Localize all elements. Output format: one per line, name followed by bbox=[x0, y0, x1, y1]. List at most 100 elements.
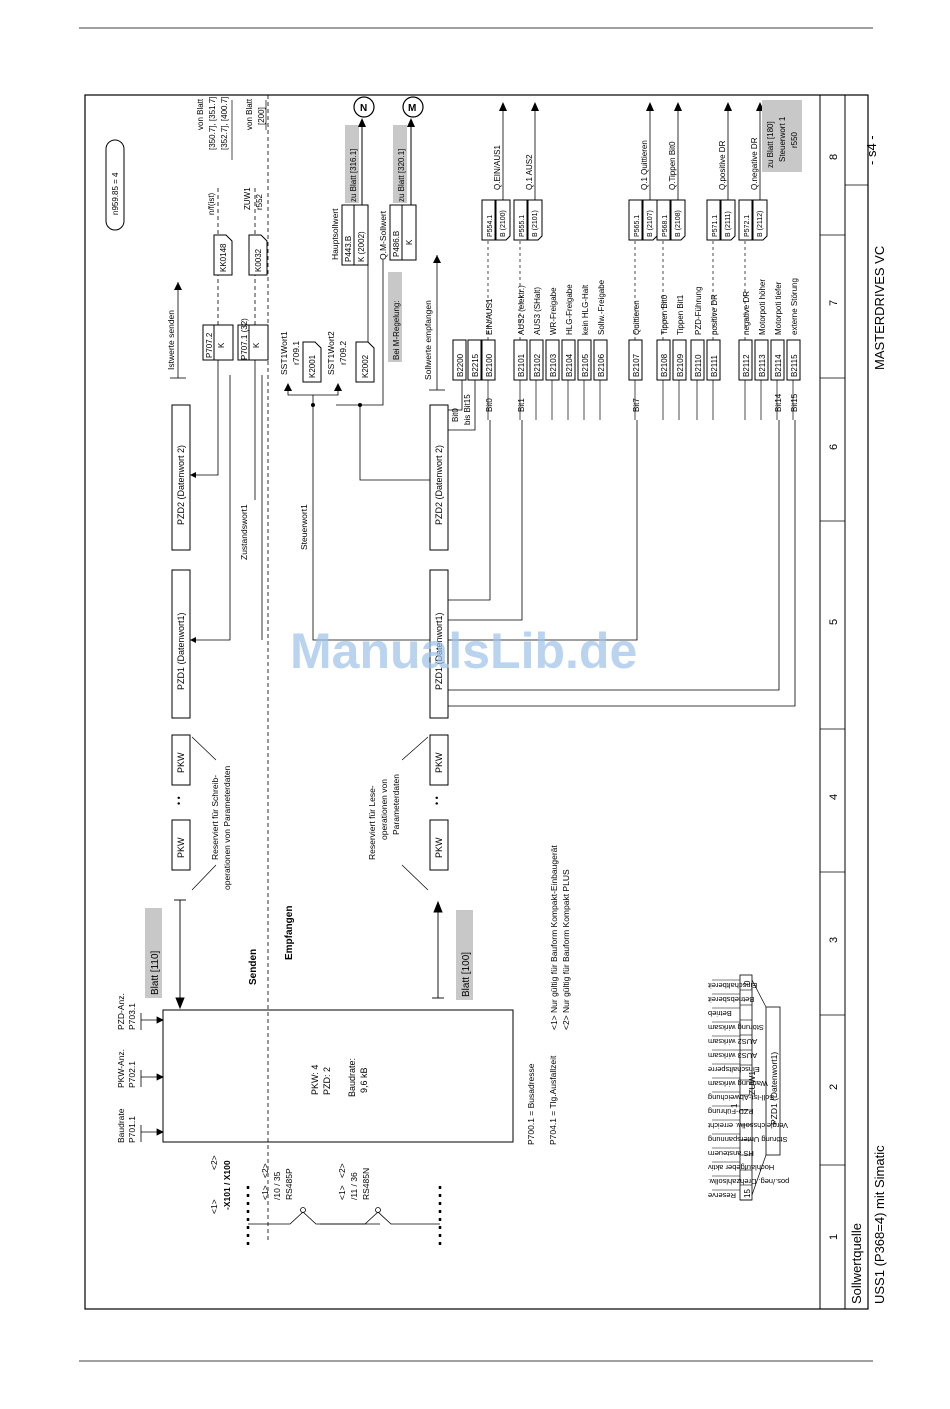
param-p443[interactable]: P443.B bbox=[344, 236, 353, 262]
svg-text:K (2002): K (2002) bbox=[357, 231, 366, 262]
node-m: M bbox=[408, 103, 416, 114]
send-pzd2 bbox=[171, 404, 191, 551]
binector-b2104[interactable]: B2104 bbox=[565, 353, 574, 377]
bit-label-11: positive DR bbox=[710, 294, 719, 335]
param-r550[interactable]: r550 bbox=[790, 131, 799, 148]
svg-text:PZD2 (Datenwort 2): PZD2 (Datenwort 2) bbox=[434, 445, 444, 525]
bit-tag-15: Bit15 bbox=[790, 393, 799, 412]
binector-b2111[interactable]: B2111 bbox=[710, 355, 719, 377]
ref-352-400[interactable]: [352.7], [400.7] bbox=[220, 97, 229, 150]
label-istwerte-senden: Istwerte senden bbox=[166, 310, 176, 370]
svg-text:Bit0: Bit0 bbox=[451, 408, 460, 422]
binector-b2103[interactable]: B2103 bbox=[549, 353, 558, 377]
product-name: MASTERDRIVES VC bbox=[872, 246, 887, 370]
param-p707-2[interactable]: P707.2 bbox=[205, 332, 214, 358]
send-pkw-1 bbox=[171, 819, 191, 871]
binector-b2102[interactable]: B2102 bbox=[533, 353, 542, 377]
svg-text:von Blatt: von Blatt bbox=[196, 98, 205, 130]
label-zustandswort1: Zustandswort1 bbox=[239, 504, 249, 560]
label-sst1wort2: SST1Wort2 bbox=[326, 331, 336, 375]
zuw-bit-label-5: AUS3 wirksam bbox=[708, 1051, 757, 1060]
binector-b2109[interactable]: B2109 bbox=[676, 353, 685, 377]
output-12: Q.negative DR bbox=[750, 137, 759, 190]
link-blatt-100[interactable]: Blatt [100] bbox=[461, 952, 472, 997]
param-p707-1[interactable]: P707.1 (32) bbox=[240, 318, 249, 360]
param-p568-1[interactable]: P568.1 bbox=[662, 215, 669, 237]
param-p565-1[interactable]: P565.1 bbox=[634, 215, 641, 237]
recv-reserved-1: Reserviert für Lese- bbox=[367, 785, 377, 860]
binector-b2101[interactable]: B2101 bbox=[517, 353, 526, 377]
binector-b2107[interactable]: B2107 bbox=[632, 353, 641, 377]
note-1: <1> Nur gültig für Bauform Kompakt-Einba… bbox=[549, 845, 559, 1030]
binector-b2114[interactable]: B2114 bbox=[774, 354, 783, 377]
link-blatt-320[interactable]: zu Blatt [320.1] bbox=[397, 149, 406, 202]
svg-text:K: K bbox=[405, 239, 414, 245]
link-blatt-180[interactable]: zu Blatt [180] bbox=[766, 121, 775, 168]
binector-b2110[interactable]: B2110 bbox=[694, 354, 703, 377]
svg-text:PZD1 (Datenwort1): PZD1 (Datenwort1) bbox=[176, 612, 186, 690]
column-1: 1 bbox=[828, 1234, 840, 1240]
svg-text:B (2101): B (2101) bbox=[532, 210, 539, 237]
connector-k0032[interactable]: K0032 bbox=[254, 248, 263, 272]
param-p571-1[interactable]: P571.1 bbox=[712, 215, 719, 237]
svg-text:B (2108): B (2108) bbox=[675, 210, 682, 237]
binector-b2112[interactable]: B2112 bbox=[742, 354, 751, 377]
svg-text:<1>: <1> bbox=[260, 1185, 270, 1200]
bit-label-3: WR-Freigabe bbox=[549, 287, 558, 335]
column-3: 3 bbox=[828, 937, 840, 943]
column-8: 8 bbox=[828, 154, 840, 160]
bit-tag-0: Bit0 bbox=[485, 398, 494, 412]
svg-text:von Blatt: von Blatt bbox=[245, 98, 254, 130]
param-p702[interactable]: P702.1 bbox=[127, 1061, 137, 1088]
svg-text:<1>: <1> bbox=[337, 1185, 347, 1200]
pin-rs485n: RS485N bbox=[361, 1168, 371, 1200]
param-p572-1[interactable]: P572.1 bbox=[744, 215, 751, 237]
link-blatt-110[interactable]: Blatt [110] bbox=[150, 950, 161, 995]
zuw-bit-label-11: Störung Unterspannung bbox=[708, 1135, 788, 1144]
recv-pkw-1 bbox=[429, 819, 449, 871]
binector-b2215[interactable]: B2215 bbox=[471, 353, 480, 377]
label-pkw-anz: PKW-Anz. bbox=[116, 1049, 126, 1088]
binector-b2106[interactable]: B2106 bbox=[597, 353, 606, 377]
param-p486[interactable]: P486.B bbox=[392, 231, 401, 257]
bit-label-9: Tippen Bit1 bbox=[676, 294, 685, 335]
title-sollwertquelle: Sollwertquelle bbox=[849, 1223, 864, 1304]
svg-text:PKW: PKW bbox=[434, 837, 444, 858]
label-nf-ist: n/f(ist) bbox=[207, 192, 216, 215]
ref-350-351[interactable]: [350.7], [351.7] bbox=[208, 97, 217, 150]
connector-k2001[interactable]: K2001 bbox=[308, 354, 317, 378]
svg-text:PZD1 (Datenwort1): PZD1 (Datenwort1) bbox=[434, 612, 444, 690]
bit-label-2: AUS3 (SHalt) bbox=[533, 287, 542, 335]
link-blatt-316[interactable]: zu Blatt [316.1] bbox=[349, 149, 358, 202]
binector-b2105[interactable]: B2105 bbox=[581, 353, 590, 377]
param-p703[interactable]: P703.1 bbox=[127, 1003, 137, 1030]
zuw-pzd1: PZD1 (Datenwort1) bbox=[769, 1052, 779, 1125]
param-r552[interactable]: r552 bbox=[255, 193, 264, 210]
svg-text:PKW: PKW bbox=[176, 837, 186, 858]
watermark: ManualsLib.de bbox=[290, 623, 637, 679]
zuw-one: 1 bbox=[730, 1103, 739, 1108]
connector-k2002[interactable]: K2002 bbox=[361, 354, 370, 378]
label-zuw1: ZUW1 bbox=[243, 187, 252, 210]
binector-b2115[interactable]: B2115 bbox=[790, 354, 799, 377]
connector-kk0148[interactable]: KK0148 bbox=[219, 243, 228, 272]
binector-b2108[interactable]: B2108 bbox=[660, 353, 669, 377]
svg-text:B (2112): B (2112) bbox=[757, 211, 764, 237]
param-p554-1[interactable]: P554.1 bbox=[487, 215, 494, 237]
param-n959[interactable]: n959.85 = 4 bbox=[111, 172, 120, 215]
param-r709-2[interactable]: r709.2 bbox=[338, 341, 348, 365]
svg-text:<2>: <2> bbox=[337, 1163, 347, 1178]
column-5: 5 bbox=[828, 619, 840, 625]
bit-label-10: PZD-Führung bbox=[694, 287, 703, 335]
binector-b2100[interactable]: B2100 bbox=[485, 353, 494, 377]
ref-200[interactable]: [200] bbox=[257, 107, 266, 125]
binector-b2113[interactable]: B2113 bbox=[758, 354, 767, 377]
param-r709-1[interactable]: r709.1 bbox=[291, 341, 301, 365]
param-p555-1[interactable]: P555.1 bbox=[519, 215, 526, 237]
svg-text:• •: • • bbox=[174, 796, 184, 805]
binector-b2200[interactable]: B2200 bbox=[456, 353, 465, 377]
label-hauptsollwert: Hauptsollwert bbox=[330, 208, 340, 260]
send-reserved-2: operationen von Parameterdaten bbox=[222, 765, 232, 890]
param-p701[interactable]: P701.1 bbox=[127, 1116, 137, 1143]
svg-text:PKW: PKW bbox=[176, 752, 186, 773]
